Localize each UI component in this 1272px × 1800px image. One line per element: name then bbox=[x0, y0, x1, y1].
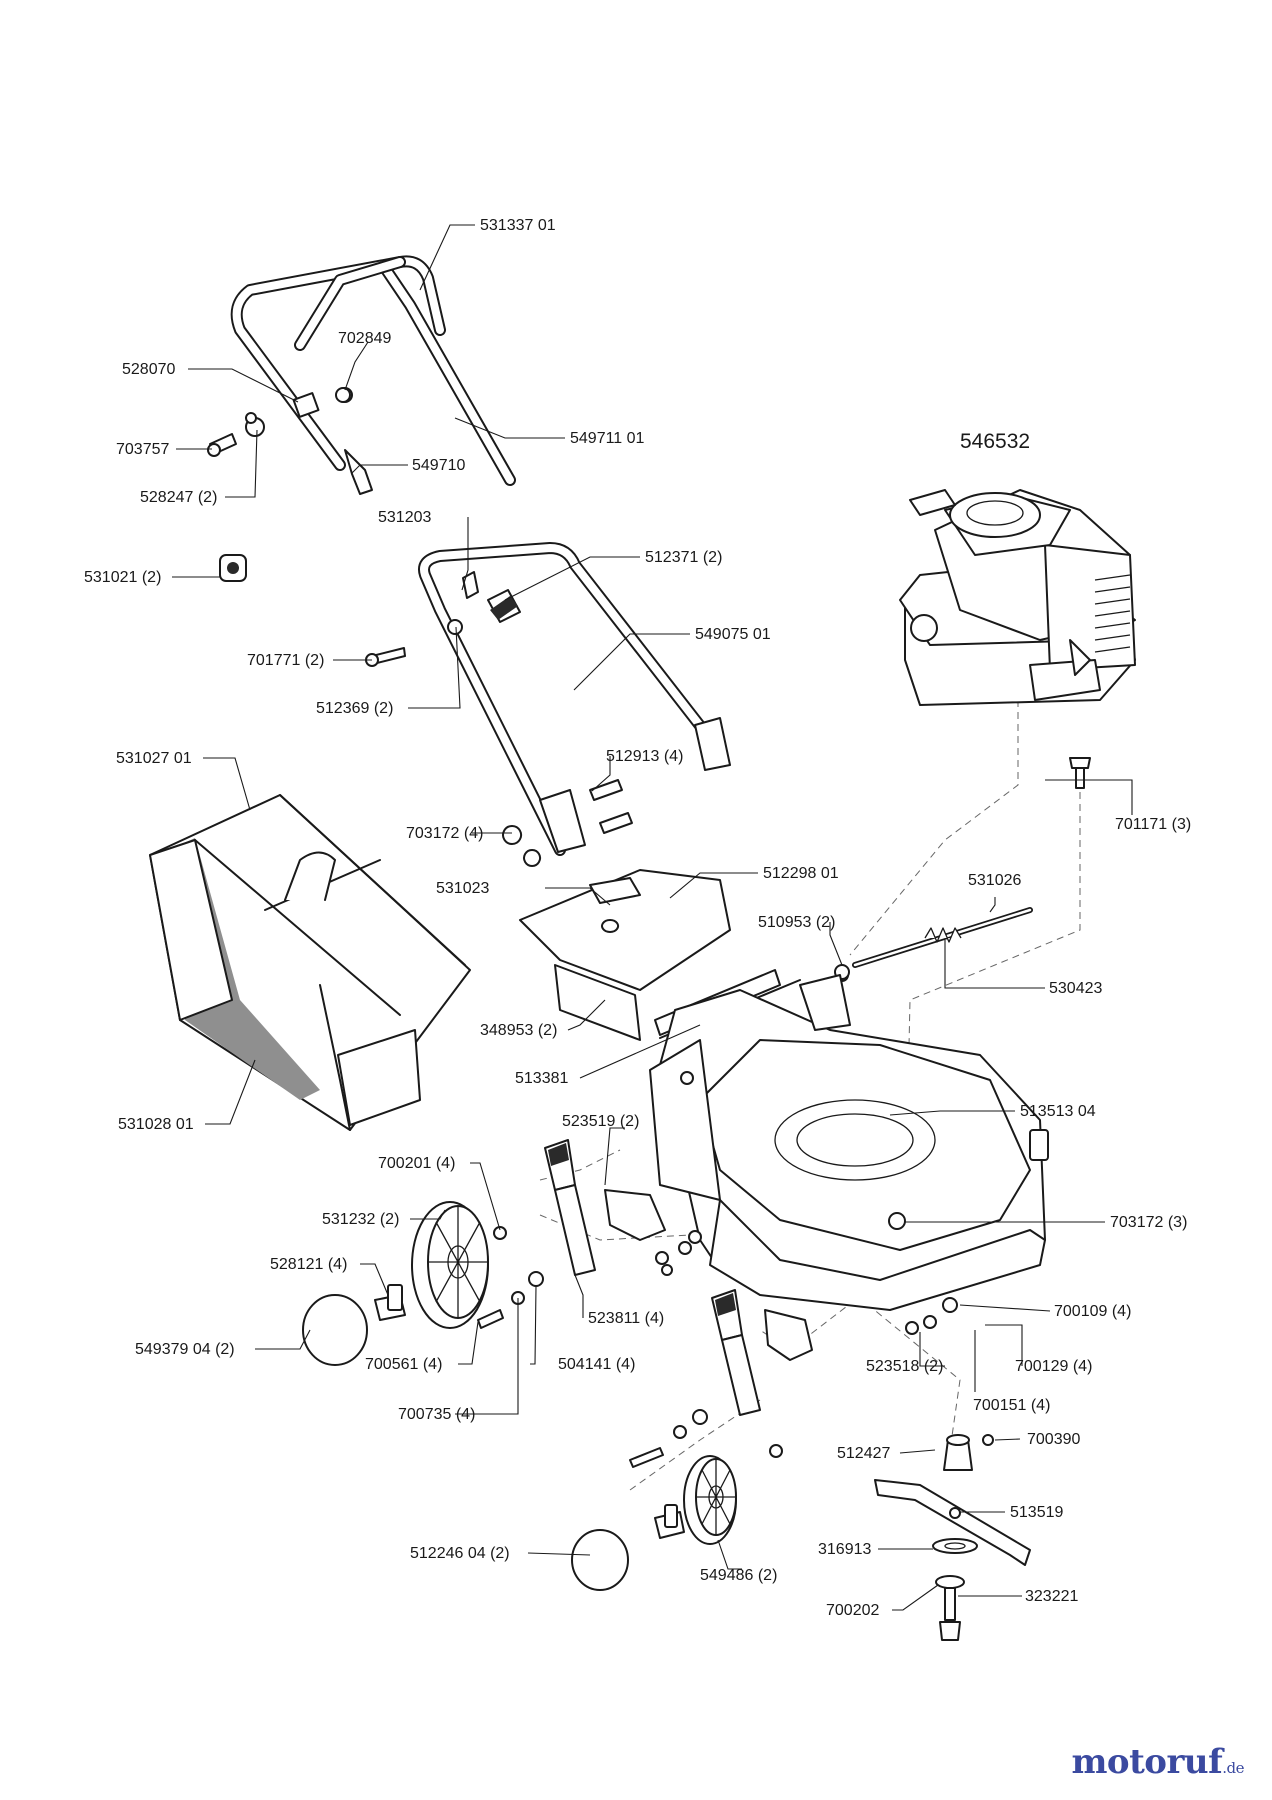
label-549075-01: 549075 01 bbox=[695, 626, 771, 643]
label-701771: 701771 (2) bbox=[247, 652, 324, 669]
label-703172-4: 703172 (4) bbox=[406, 825, 483, 842]
label-531203: 531203 bbox=[378, 509, 431, 526]
label-531027-01: 531027 01 bbox=[116, 750, 192, 767]
label-323221: 323221 bbox=[1025, 1588, 1078, 1605]
label-702849: 702849 bbox=[338, 330, 391, 347]
washers-and-nuts bbox=[477, 1226, 994, 1468]
label-513519: 513519 bbox=[1010, 1504, 1063, 1521]
label-512246-04: 512246 04 (2) bbox=[410, 1545, 510, 1562]
watermark-tld: .de bbox=[1222, 1759, 1244, 1777]
label-504141: 504141 (4) bbox=[558, 1356, 635, 1373]
label-549711-01: 549711 01 bbox=[570, 430, 645, 447]
label-703172-3: 703172 (3) bbox=[1110, 1214, 1187, 1231]
label-528121: 528121 (4) bbox=[270, 1256, 347, 1273]
label-510953: 510953 (2) bbox=[758, 914, 835, 931]
label-700390: 700390 bbox=[1027, 1431, 1080, 1448]
label-700129: 700129 (4) bbox=[1015, 1358, 1092, 1375]
label-531232: 531232 (2) bbox=[322, 1211, 399, 1228]
label-523811: 523811 (4) bbox=[588, 1310, 664, 1327]
label-546532: 546532 bbox=[960, 430, 1030, 453]
label-523519: 523519 (2) bbox=[562, 1113, 639, 1130]
height-adjusters bbox=[544, 1139, 813, 1416]
rear-axle bbox=[834, 907, 1033, 980]
label-530423: 530423 bbox=[1049, 980, 1102, 997]
label-523518: 523518 (2) bbox=[866, 1358, 943, 1375]
label-549486: 549486 (2) bbox=[700, 1567, 777, 1584]
label-531021: 531021 (2) bbox=[84, 569, 161, 586]
label-512371: 512371 (2) bbox=[645, 549, 722, 566]
label-348953: 348953 (2) bbox=[480, 1022, 557, 1039]
label-531337-01: 531337 01 bbox=[480, 217, 556, 234]
part-number-labels: 531337 01 702849 528070 549711 01 703757… bbox=[84, 217, 1191, 1619]
label-531026: 531026 bbox=[968, 872, 1021, 889]
label-700201: 700201 (4) bbox=[378, 1155, 455, 1172]
label-701171: 701171 (3) bbox=[1115, 816, 1191, 833]
watermark-brand: motoruf bbox=[1071, 1742, 1223, 1782]
grass-catcher bbox=[149, 794, 471, 1131]
label-700735: 700735 (4) bbox=[398, 1406, 475, 1423]
engine bbox=[899, 489, 1136, 706]
mower-deck bbox=[649, 974, 1049, 1311]
label-316913: 316913 bbox=[818, 1541, 871, 1558]
label-700561: 700561 (4) bbox=[365, 1356, 442, 1373]
label-528247: 528247 (2) bbox=[140, 489, 217, 506]
motoruf-watermark: motoruf.de bbox=[1071, 1742, 1244, 1782]
label-700202: 700202 bbox=[826, 1602, 879, 1619]
label-700109: 700109 (4) bbox=[1054, 1303, 1131, 1320]
leader-lines bbox=[172, 224, 1133, 1611]
label-700151: 700151 (4) bbox=[973, 1397, 1050, 1414]
label-528070: 528070 bbox=[122, 361, 175, 378]
wheels bbox=[302, 1201, 737, 1591]
label-531023: 531023 bbox=[436, 880, 489, 897]
label-549379-04: 549379 04 (2) bbox=[135, 1341, 235, 1358]
label-549710: 549710 bbox=[412, 457, 465, 474]
lower-handle bbox=[418, 542, 731, 856]
label-512369: 512369 (2) bbox=[316, 700, 393, 717]
label-531028-01: 531028 01 bbox=[118, 1116, 194, 1133]
label-513381: 513381 bbox=[515, 1070, 568, 1087]
hardware-parts bbox=[207, 387, 1091, 982]
label-512298-01: 512298 01 bbox=[763, 865, 839, 882]
label-512913: 512913 (4) bbox=[606, 748, 683, 765]
label-513513-04: 513513 04 bbox=[1020, 1103, 1096, 1120]
engine-cooling-fins bbox=[1094, 574, 1131, 653]
blade-assembly bbox=[874, 1434, 1031, 1641]
label-703757: 703757 bbox=[116, 441, 169, 458]
rear-flap bbox=[519, 869, 801, 1041]
upper-handle bbox=[230, 255, 516, 486]
label-512427: 512427 bbox=[837, 1445, 890, 1462]
